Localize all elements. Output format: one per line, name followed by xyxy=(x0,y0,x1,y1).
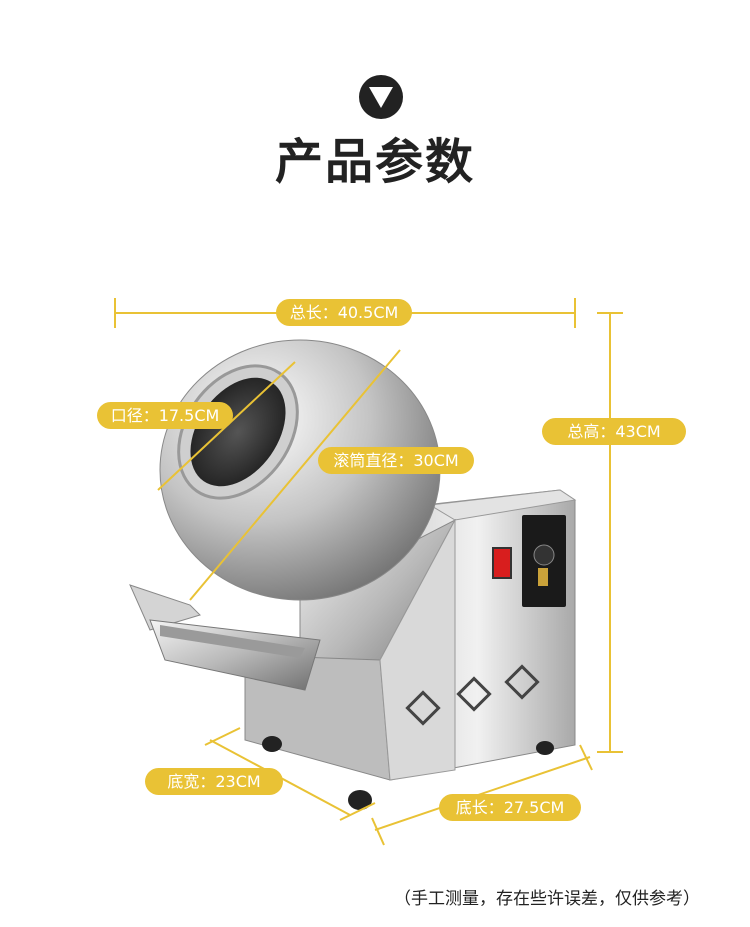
total-height-label: 总高：43CM xyxy=(542,418,686,445)
page-title: 产品参数 xyxy=(274,134,475,190)
base-width-label: 底宽：23CM xyxy=(145,768,283,795)
power-switch xyxy=(492,547,512,579)
mouth-diameter-label: 口径：17.5CM xyxy=(97,402,233,429)
speed-controller xyxy=(522,515,566,607)
base-length-label: 底长：27.5CM xyxy=(439,794,581,821)
drum-diameter-label: 滚筒直径：30CM xyxy=(318,447,474,474)
front-tray xyxy=(129,584,321,691)
measurement-note: （手工测量，存在些许误差，仅供参考） xyxy=(394,889,700,909)
machine-body xyxy=(244,489,577,810)
total-length-label: 总长：40.5CM xyxy=(276,299,412,326)
triangle-down-icon xyxy=(359,75,403,119)
